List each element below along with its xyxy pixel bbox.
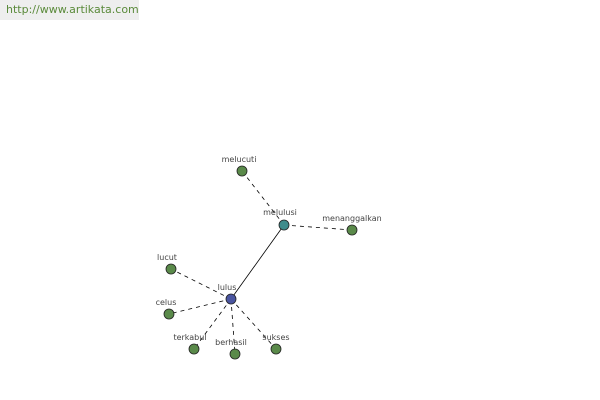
node-label-celus: celus	[156, 298, 177, 307]
node-label-melucuti: melucuti	[222, 155, 257, 164]
node-label-lulus: lulus	[218, 283, 237, 292]
node-lucut[interactable]	[165, 263, 177, 275]
edge-lulus-sukses	[230, 298, 277, 350]
node-melulusi[interactable]	[278, 219, 290, 231]
edge-melulusi-menanggalkan	[283, 224, 353, 231]
edge-lulus-berhasil	[230, 298, 236, 355]
edge-lulus-terkabul	[193, 298, 232, 350]
graph-edges	[168, 170, 353, 355]
edge-lulus-lucut	[170, 268, 232, 300]
node-label-lucut: lucut	[157, 253, 177, 262]
site-url-link[interactable]: http://www.artikata.com	[0, 0, 139, 20]
node-melucuti[interactable]	[236, 165, 248, 177]
node-label-menanggalkan: menanggalkan	[322, 214, 382, 223]
edge-melulusi-melucuti	[241, 170, 285, 226]
node-lulus[interactable]	[225, 293, 237, 305]
node-celus[interactable]	[163, 308, 175, 320]
node-label-melulusi: melulusi	[263, 208, 297, 217]
node-label-sukses: sukses	[262, 333, 289, 342]
graph-nodes	[163, 165, 358, 360]
node-label-terkabul: terkabul	[173, 333, 206, 342]
node-sukses[interactable]	[270, 343, 282, 355]
node-terkabul[interactable]	[188, 343, 200, 355]
edge-lulus-melulusi	[230, 224, 285, 300]
edge-lulus-celus	[168, 298, 232, 315]
node-label-berhasil: berhasil	[215, 338, 247, 347]
node-menanggalkan[interactable]	[346, 224, 358, 236]
node-berhasil[interactable]	[229, 348, 241, 360]
graph-labels: lulus melulusi melucuti menanggalkan lucut ce…	[156, 155, 382, 347]
